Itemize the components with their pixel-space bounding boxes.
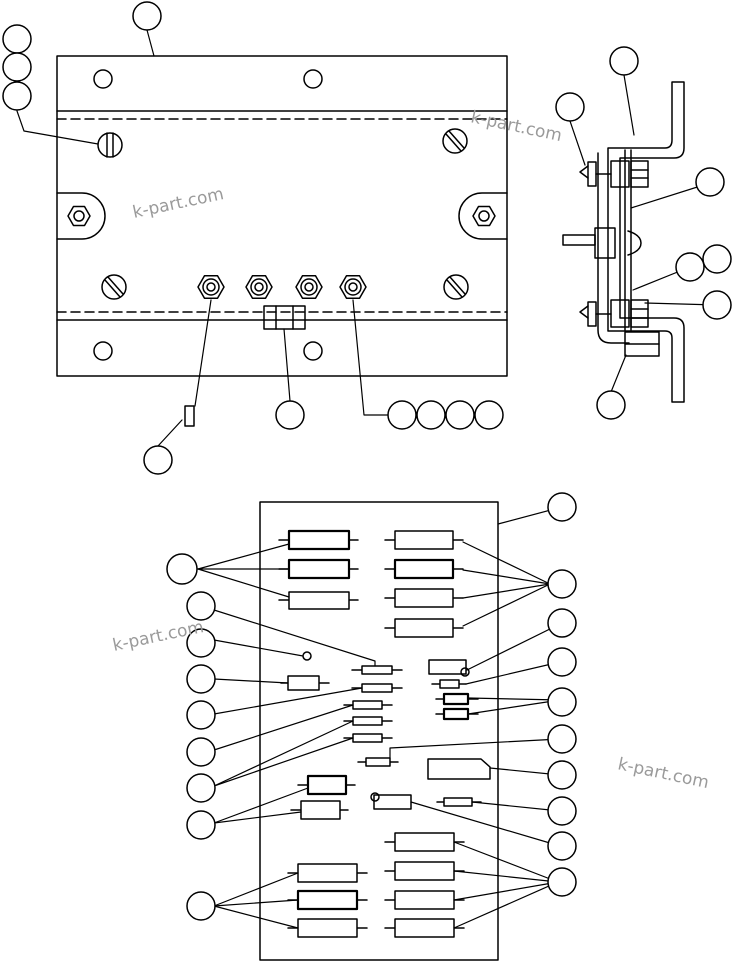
mounting-hole <box>93 69 113 89</box>
component-board <box>259 501 499 961</box>
callout-bubble <box>547 492 577 522</box>
callout-bubble <box>547 796 577 826</box>
mounting-hole <box>303 69 323 89</box>
callout-bubble <box>186 810 216 840</box>
resistor <box>384 890 465 910</box>
watermark-text: k-part.com <box>131 184 226 223</box>
board-outline <box>259 501 499 961</box>
screw <box>443 274 469 300</box>
resistor <box>384 832 465 852</box>
resistor <box>384 588 464 608</box>
hex-nut <box>472 205 496 227</box>
callout-bubble <box>186 737 216 767</box>
diode <box>343 716 393 726</box>
callout-bubble <box>186 628 216 658</box>
callout-bubble <box>275 400 305 430</box>
terminal-stud <box>245 274 273 300</box>
callout-bubbles <box>2 1 732 921</box>
callout-bubble <box>445 400 475 430</box>
callout-bubble <box>547 569 577 599</box>
terminal-stud <box>295 274 323 300</box>
lead-terminal <box>184 405 195 427</box>
resistor-small <box>351 665 403 675</box>
callout-bubble <box>547 647 577 677</box>
lower-fastener <box>579 299 649 328</box>
callout-bubble <box>702 290 732 320</box>
callout-bubble <box>547 831 577 861</box>
resistor <box>384 918 465 938</box>
watermark-text: k-part.com <box>469 107 564 146</box>
diode <box>357 757 399 767</box>
terminal-stud <box>339 274 367 300</box>
callout-bubble <box>547 760 577 790</box>
callout-bubble <box>675 252 705 282</box>
callout-bubble <box>547 687 577 717</box>
callout-bubble <box>596 390 626 420</box>
callout-bubble <box>555 92 585 122</box>
panel-side-view <box>562 81 685 403</box>
callout-bubble <box>186 700 216 730</box>
callout-bubble <box>2 24 32 54</box>
screw <box>101 274 127 300</box>
callout-bubble <box>143 445 173 475</box>
shaft <box>562 234 596 246</box>
resistor <box>287 889 368 911</box>
callout-bubble <box>702 244 732 274</box>
callout-bubble <box>387 400 417 430</box>
panel-outline <box>56 55 508 377</box>
callout-bubble <box>474 400 504 430</box>
wire-clip <box>263 305 306 330</box>
resistor <box>384 861 465 881</box>
terminal-stud <box>197 274 225 300</box>
panel-front-view <box>56 55 508 427</box>
diode <box>431 679 467 689</box>
resistor <box>290 800 349 820</box>
upper-fastener <box>579 160 649 188</box>
center-screw-head <box>627 230 642 256</box>
callout-bubble <box>186 664 216 694</box>
watermark-text: k-part.com <box>616 754 711 793</box>
callout-bubble <box>186 591 216 621</box>
label-plate <box>427 758 491 780</box>
test-point <box>302 651 312 661</box>
resistor <box>278 529 359 551</box>
test-point <box>460 667 470 677</box>
screw <box>97 132 123 158</box>
callout-bubble <box>609 46 639 76</box>
callout-bubble <box>132 1 162 31</box>
resistor <box>297 774 356 796</box>
resistor <box>384 530 464 550</box>
callout-bubble <box>186 773 216 803</box>
resistor <box>384 618 464 638</box>
resistor <box>287 918 368 938</box>
callout-bubble <box>695 167 725 197</box>
leader-lines <box>16 29 718 929</box>
callout-bubble <box>166 553 198 585</box>
diode <box>435 692 479 706</box>
callout-bubble <box>2 81 32 111</box>
callout-bubble <box>416 400 446 430</box>
side-bracket-right <box>458 192 508 240</box>
callout-bubble <box>186 891 216 921</box>
screw <box>442 128 468 154</box>
test-point <box>370 792 380 802</box>
hex-nut <box>67 205 91 227</box>
resistor <box>384 558 464 580</box>
side-bracket-left <box>56 192 106 240</box>
resistor <box>278 591 359 610</box>
mounting-bracket-profile <box>607 81 685 403</box>
callout-bubble <box>547 608 577 638</box>
callout-bubble <box>2 52 32 82</box>
panel-edge-profile <box>597 152 630 344</box>
resistor <box>278 558 359 580</box>
resistor <box>287 863 368 883</box>
mounting-hole <box>303 341 323 361</box>
callout-bubble <box>547 724 577 754</box>
callout-bubble <box>547 867 577 897</box>
capacitor <box>428 659 467 675</box>
mounting-hole <box>93 341 113 361</box>
